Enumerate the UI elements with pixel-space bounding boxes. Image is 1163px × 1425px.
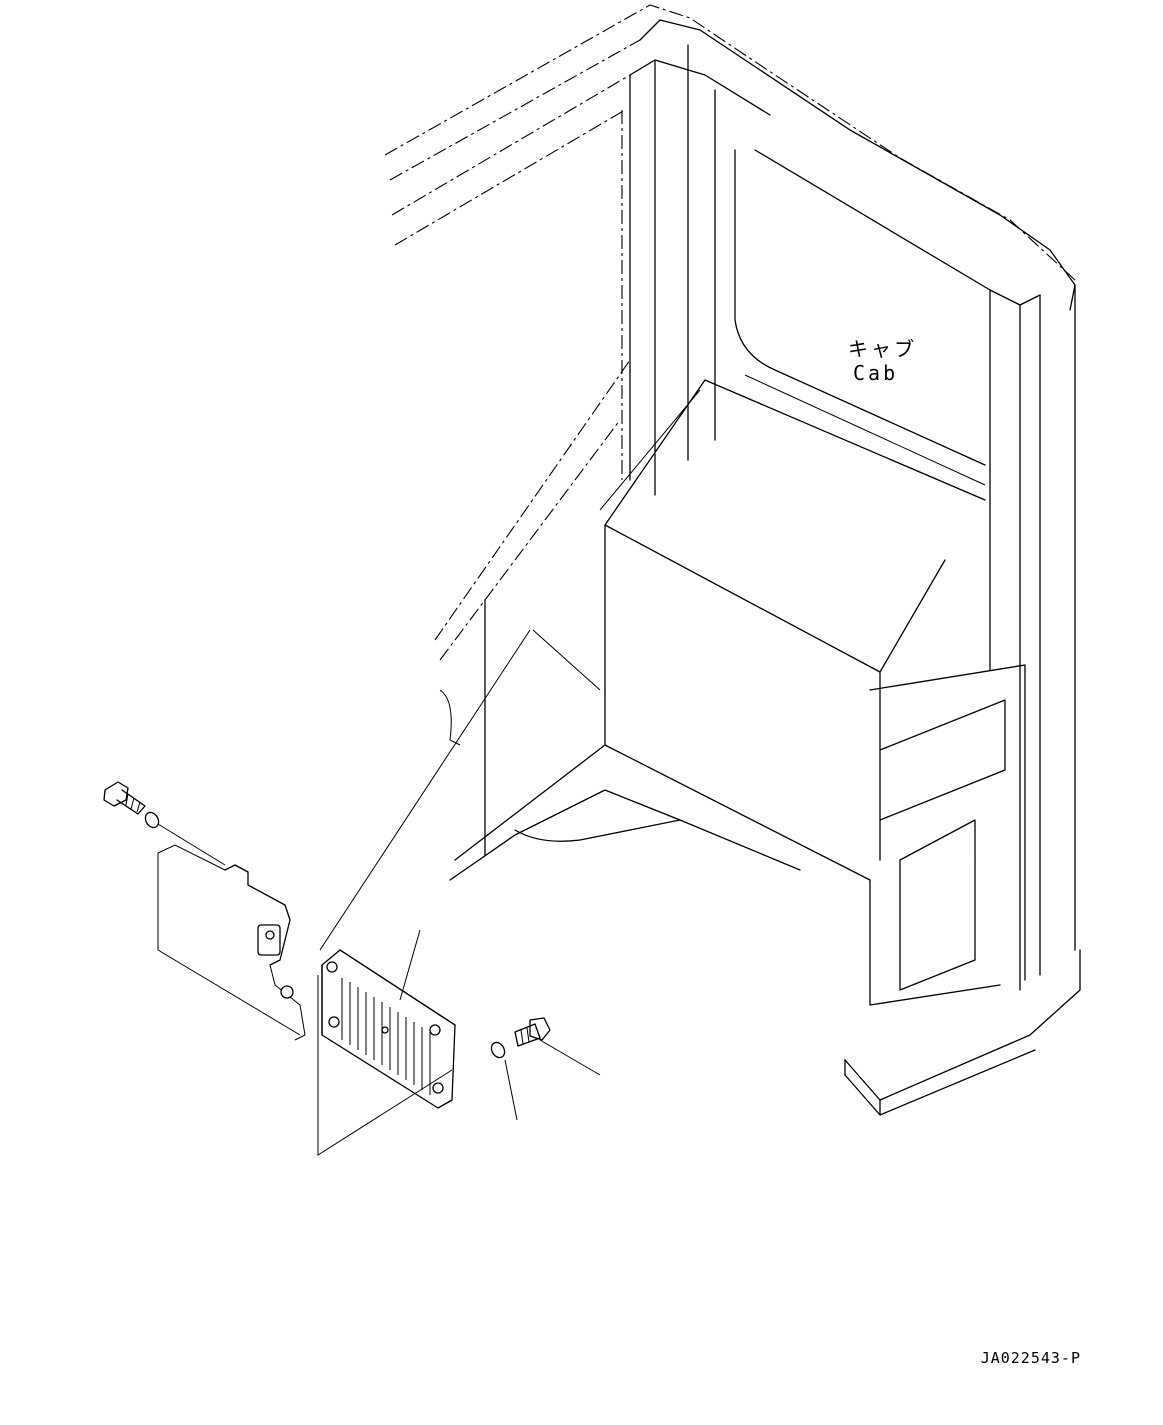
washer-left [144,811,160,829]
controller-unit [321,949,456,1109]
cab-frame [384,4,1081,1116]
bolt-left [103,781,146,815]
drawing-number: JA022543-P [980,1349,1081,1367]
cab-label-english: Cab [853,361,899,385]
washer-right [490,1041,506,1059]
mounting-bracket [157,844,306,1041]
cab-label-japanese: キャブ [848,337,917,361]
bolt-right [514,1017,551,1047]
bracket-clip [257,924,281,956]
leader-bolt-line [157,823,226,866]
leader-lines [317,629,601,1156]
